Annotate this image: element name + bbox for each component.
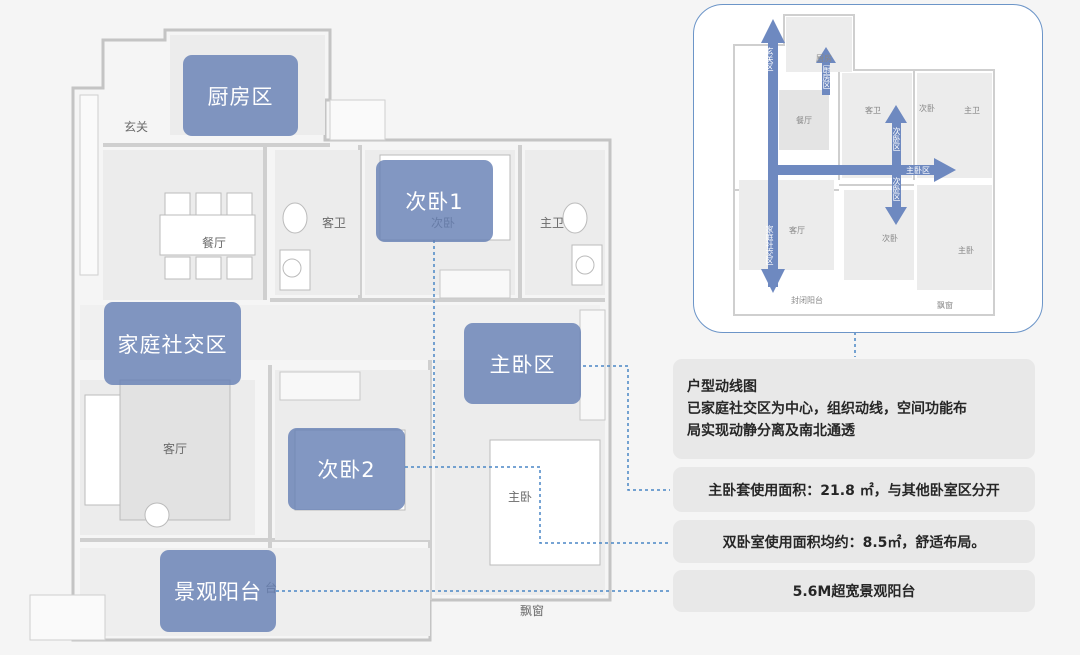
info-summary-line-2: 局实现动静分离及南北通透	[687, 423, 855, 439]
room-master-label: 主卧	[508, 490, 533, 504]
info-summary-title: 户型动线图	[687, 379, 757, 395]
flow-arrow-master-label: 主卧区	[906, 166, 930, 175]
flow-arrow-social-label: 家庭社交区	[765, 225, 774, 265]
info-summary-line-1: 已家庭社交区为中心，组织动线，空间功能布	[687, 401, 967, 417]
mini-balcony-label: 封闭阳台	[791, 296, 823, 305]
info-bedrooms-box: 双卧室使用面积均约：8.5㎡，舒适布局。	[673, 520, 1035, 563]
room-living-label: 客厅	[163, 442, 188, 456]
mini-bedroom-top-label: 次卧	[919, 104, 935, 113]
room-master-bath-label: 主卫	[540, 216, 565, 230]
flow-arrow-kitchen-label: 厨房区	[822, 65, 831, 89]
room-guest-bath-label: 客卫	[322, 216, 347, 230]
mini-dining-label: 餐厅	[796, 116, 812, 125]
zone-bedroom-1: 次卧1	[376, 160, 493, 242]
zone-bedroom-2: 次卧2	[288, 428, 405, 510]
flow-arrow-secondary2-label: 次卧区	[892, 177, 901, 201]
room-bay-window-label: 飘窗	[520, 604, 545, 618]
info-balcony-box: 5.6M超宽景观阳台	[673, 570, 1035, 612]
mini-living-label: 客厅	[789, 226, 805, 235]
mini-bedroom-mid-label: 次卧	[882, 234, 898, 243]
zone-master: 主卧区	[464, 323, 581, 404]
flow-arrow-secondary-label: 次卧区	[892, 127, 901, 151]
room-dining-label: 餐厅	[202, 236, 227, 250]
circulation-diagram: 玄关区 厨房区 次卧区 主卧区 次卧区 家庭社交区 厨房 餐厅 客卫 次卧 主卫…	[693, 4, 1043, 333]
mini-guest-bath-label: 客卫	[865, 106, 881, 115]
info-summary-box: 户型动线图 已家庭社交区为中心，组织动线，空间功能布 局实现动静分离及南北通透	[673, 359, 1035, 459]
flow-arrow-entrance-label: 玄关区	[765, 47, 774, 71]
mini-master-label: 主卧	[958, 246, 974, 255]
info-master-suite-box: 主卧套使用面积：21.8 ㎡，与其他卧室区分开	[673, 467, 1035, 512]
mini-kitchen-label: 厨房	[816, 54, 832, 63]
room-entrance-label: 玄关	[124, 120, 149, 134]
zone-kitchen: 厨房区	[183, 55, 298, 136]
zone-balcony: 景观阳台	[160, 550, 276, 632]
mini-master-bath-label: 主卫	[964, 106, 980, 115]
mini-bay-label: 飘窗	[937, 301, 953, 310]
circulation-diagram-drawing	[733, 14, 995, 316]
zone-family-social: 家庭社交区	[104, 302, 241, 385]
